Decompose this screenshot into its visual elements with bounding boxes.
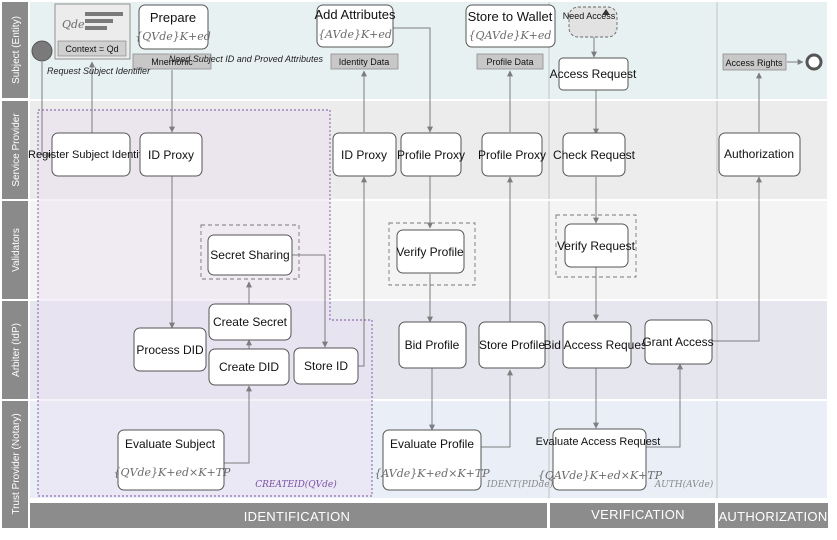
check-request-node: Check Request	[553, 132, 636, 177]
need-access-node: Need Access	[563, 6, 618, 38]
svg-text:Access Rights: Access Rights	[725, 58, 783, 68]
access-rights-tag: Access Rights	[722, 53, 787, 71]
id-proxy-node-1: ID Proxy	[139, 132, 203, 177]
store-profile-node: Store Profile	[478, 321, 546, 369]
secret-sharing-group	[200, 224, 300, 280]
createid-label: CREATEID(QVde)	[255, 479, 337, 490]
lane-label-validators: Validators	[2, 201, 28, 299]
evaluate-subject-label: Evaluate Subject	[125, 437, 216, 451]
evaluate-profile-label: Evaluate Profile	[390, 437, 474, 451]
svg-text:Validators: Validators	[11, 228, 22, 272]
start-node-icon	[31, 40, 53, 62]
secret-sharing-label: Secret Sharing	[210, 248, 289, 262]
evaluate-access-request-label: Evaluate Access Request	[536, 436, 661, 448]
bid-access-request-node: Bid Access Request	[544, 321, 651, 369]
store-to-wallet-label: Store to Wallet	[468, 9, 553, 24]
identity-data-tag: Identity Data	[330, 53, 399, 70]
verify-request-label: Verify Request	[557, 239, 636, 253]
process-did-label: Process DID	[136, 343, 204, 357]
phase-authorization: AUTHORIZATION	[718, 503, 828, 528]
check-request-label: Check Request	[553, 148, 636, 162]
id-proxy-2-label: ID Proxy	[341, 148, 387, 162]
evaluate-subject-node: Evaluate Subject {QVde}K+ed×K+TP	[114, 429, 231, 491]
id-proxy-1-label: ID Proxy	[148, 148, 194, 162]
phase-verification: VERIFICATION	[550, 503, 715, 528]
register-subject-identifier-node: Register Subject Identifier	[28, 132, 154, 177]
context-box: Qde Context = Qd	[54, 3, 131, 60]
add-attributes-math: {AVde}K+ed	[318, 28, 392, 41]
svg-text:Profile Data: Profile Data	[486, 57, 533, 67]
svg-text:Service Provider: Service Provider	[11, 113, 22, 187]
create-secret-label: Create Secret	[213, 315, 288, 329]
verify-request-node: Verify Request	[557, 223, 636, 268]
svg-text:VERIFICATION: VERIFICATION	[591, 507, 685, 522]
profile-proxy-node-1: Profile Proxy	[397, 132, 465, 177]
authorization-node: Authorization	[718, 132, 801, 177]
create-secret-node: Create Secret	[208, 303, 292, 341]
evaluate-subject-math: {QVde}K+ed×K+TP	[114, 466, 231, 479]
evaluate-profile-node: Evaluate Profile {AVde}K+ed×K+TP	[374, 429, 490, 491]
store-id-label: Store ID	[304, 359, 348, 373]
create-did-label: Create DID	[219, 360, 279, 374]
svg-text:Arbiter (IdP): Arbiter (IdP)	[11, 323, 22, 377]
svg-text:AUTHORIZATION: AUTHORIZATION	[718, 509, 827, 524]
create-did-node: Create DID	[208, 348, 290, 386]
grant-access-label: Grant Access	[642, 335, 713, 349]
caret-up-icon	[602, 9, 610, 15]
register-subject-identifier-label: Register Subject Identifier	[28, 149, 154, 161]
verify-profile-node: Verify Profile	[396, 229, 465, 274]
access-request-node: Access Request	[550, 57, 637, 91]
svg-text:Mnemonic: Mnemonic	[151, 57, 193, 67]
lane-label-trust-provider: Trust Provider (Notary)	[2, 401, 28, 528]
qde-label: Qde	[62, 18, 85, 31]
store-to-wallet-node: Store to Wallet {QAVde}K+ed	[465, 4, 556, 48]
profile-data-tag: Profile Data	[476, 53, 544, 70]
request-subject-note: Request Subject Identifier	[47, 66, 151, 76]
profile-proxy-node-2: Profile Proxy	[478, 132, 546, 177]
add-attributes-label: Add Attributes	[315, 7, 396, 22]
store-id-node: Store ID	[293, 347, 359, 385]
process-did-node: Process DID	[133, 327, 207, 372]
end-node-icon	[805, 53, 823, 71]
svg-text:Identity Data: Identity Data	[339, 57, 390, 67]
lane-label-subject: Subject (Entity)	[2, 2, 28, 98]
store-to-wallet-math: {QAVde}K+ed	[469, 29, 552, 42]
phase-identification: IDENTIFICATION	[30, 503, 547, 528]
prepare-math: {QVde}K+ed	[135, 30, 211, 43]
prepare-node: Prepare {QVde}K+ed	[135, 4, 211, 50]
profile-proxy-2-label: Profile Proxy	[478, 148, 546, 162]
lane-label-arbiter: Arbiter (IdP)	[2, 301, 28, 399]
ident-label: IDENT(PIDde)	[486, 479, 554, 490]
secret-sharing-node: Secret Sharing	[207, 234, 293, 276]
flow-arrows	[41, 27, 804, 464]
bid-access-request-label: Bid Access Request	[544, 338, 651, 352]
access-request-label: Access Request	[550, 67, 637, 81]
prepare-label: Prepare	[150, 10, 196, 25]
need-access-label: Need Access	[563, 11, 616, 21]
lane-label-service-provider: Service Provider	[2, 101, 28, 199]
svg-text:Subject (Entity): Subject (Entity)	[11, 16, 22, 84]
identification-region	[37, 109, 373, 497]
id-proxy-node-2: ID Proxy	[332, 132, 397, 177]
auth-label: AUTH(AVde)	[654, 479, 714, 490]
add-attributes-node: Add Attributes {AVde}K+ed	[315, 4, 396, 48]
authorization-label: Authorization	[724, 147, 794, 161]
svg-text:Trust Provider (Notary): Trust Provider (Notary)	[11, 413, 22, 514]
evaluate-access-request-math: {QAVde}K+ed×K+TP	[538, 469, 663, 482]
mnemonic-tag: Mnemonic	[132, 53, 212, 70]
need-subject-id-note: Need Subject ID and Proved Attributes	[169, 54, 324, 64]
context-label: Context = Qd	[65, 44, 118, 54]
profile-proxy-1-label: Profile Proxy	[397, 148, 465, 162]
bid-profile-node: Bid Profile	[398, 321, 467, 369]
verify-profile-label: Verify Profile	[396, 245, 464, 259]
grant-access-node: Grant Access	[642, 319, 714, 365]
bid-profile-label: Bid Profile	[405, 338, 460, 352]
evaluate-access-request-node: Evaluate Access Request {QAVde}K+ed×K+TP	[536, 428, 663, 491]
evaluate-profile-math: {AVde}K+ed×K+TP	[374, 467, 490, 480]
store-profile-label: Store Profile	[479, 338, 545, 352]
svg-text:IDENTIFICATION: IDENTIFICATION	[244, 509, 351, 524]
